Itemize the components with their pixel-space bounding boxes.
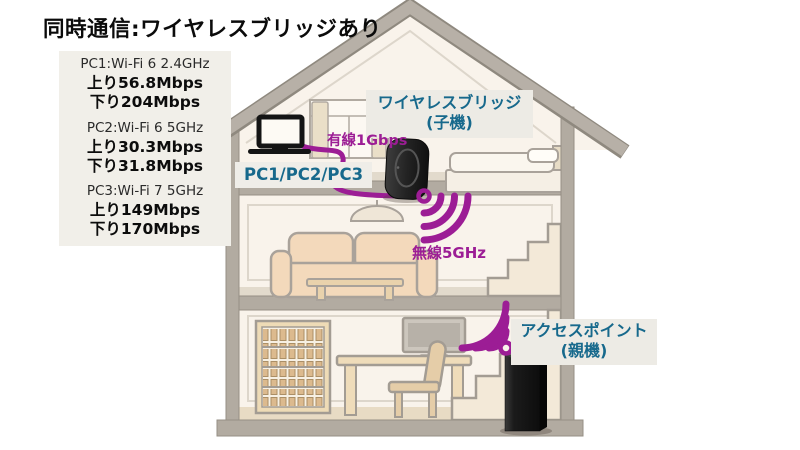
access-point-device xyxy=(500,354,552,436)
house-frame xyxy=(190,0,630,437)
pc2-download-speed: 下り31.8Mbps xyxy=(86,157,204,176)
access-point-label-line1: アクセスポイント xyxy=(520,321,648,340)
wireless-bridge-device xyxy=(383,138,431,203)
client-pcs-label: PC1/PC2/PC3 xyxy=(235,162,373,188)
wireless-connection-label: 無線5GHz xyxy=(412,244,487,262)
pc1-connection-type: PC1:Wi-Fi 6 2.4GHz xyxy=(80,56,210,72)
pc2-stats-box: PC2:Wi-Fi 6 5GHz 上り30.3Mbps 下り31.8Mbps xyxy=(59,115,231,184)
pendant-lamp xyxy=(349,200,405,222)
access-point-label-line2: (親機) xyxy=(560,341,608,361)
laptop-icon xyxy=(248,114,311,154)
pc1-stats-box: PC1:Wi-Fi 6 2.4GHz 上り56.8Mbps 下り204Mbps xyxy=(59,51,231,120)
pc3-connection-type: PC3:Wi-Fi 7 5GHz xyxy=(86,183,204,199)
wired-connection-label: 有線1Gbps xyxy=(327,133,408,149)
bed xyxy=(445,145,567,193)
coffee-table xyxy=(306,278,404,301)
pc2-connection-type: PC2:Wi-Fi 6 5GHz xyxy=(86,120,204,136)
wireless-bridge-label-line2: (子機) xyxy=(426,113,473,133)
pc3-stats-box: PC3:Wi-Fi 7 5GHz 上り149Mbps 下り170Mbps xyxy=(59,178,231,247)
wireless-bridge-label-line1: ワイヤレスブリッジ xyxy=(377,93,522,112)
wireless-bridge-label: ワイヤレスブリッジ (子機) xyxy=(366,90,533,138)
pc3-upload-speed: 上り149Mbps xyxy=(89,200,201,219)
diagram-title: 同時通信:ワイヤレスブリッジあり xyxy=(43,17,382,42)
bookshelf xyxy=(254,319,332,415)
pc1-upload-speed: 上り56.8Mbps xyxy=(86,73,204,92)
pc2-upload-speed: 上り30.3Mbps xyxy=(86,137,204,156)
wifi-signal-bridge-icon xyxy=(416,188,472,244)
pc3-download-speed: 下り170Mbps xyxy=(89,220,201,239)
chair xyxy=(387,340,447,418)
pc1-download-speed: 下り204Mbps xyxy=(89,93,201,112)
access-point-label: アクセスポイント (親機) xyxy=(511,319,657,365)
